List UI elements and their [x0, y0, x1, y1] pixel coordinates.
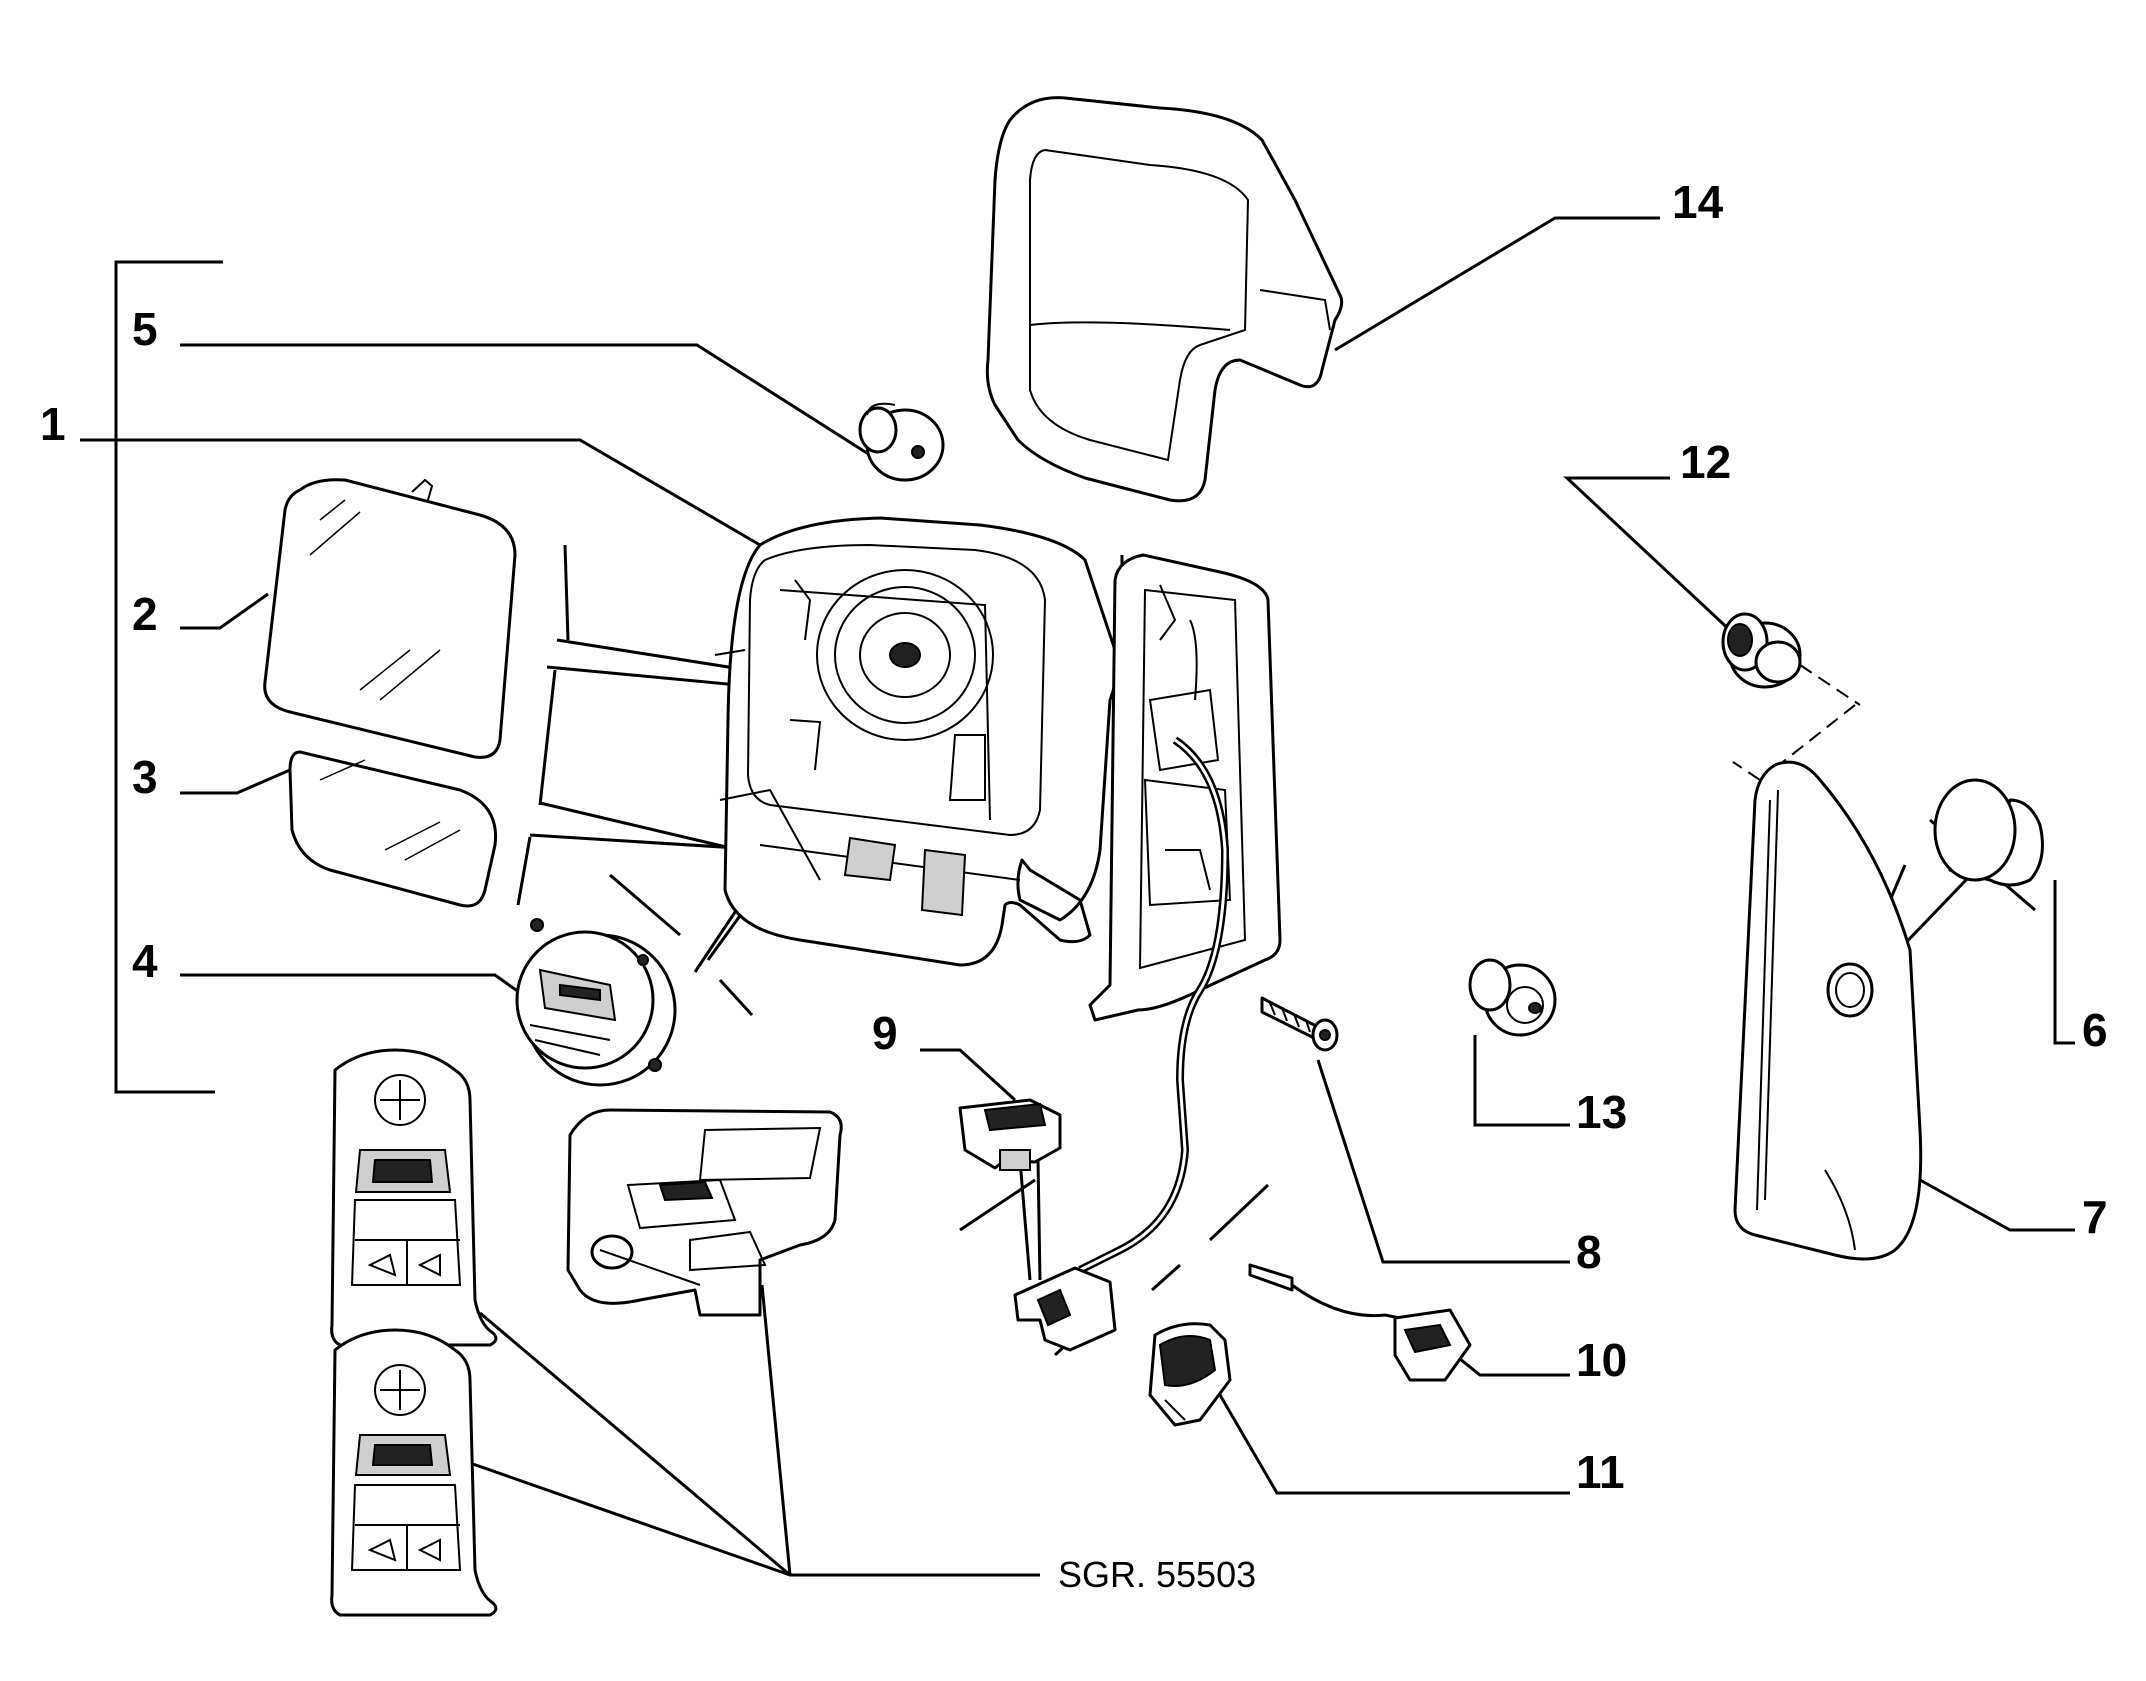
reference-code: SGR. 55503: [1058, 1554, 1256, 1595]
callout-6: 6: [2082, 1004, 2108, 1056]
callout-5: 5: [132, 303, 158, 355]
group-1-bracket: [114, 260, 223, 1094]
callout-8: 8: [1576, 1226, 1602, 1278]
part-8-screw: [1260, 996, 1339, 1052]
callout-12: 12: [1680, 436, 1731, 488]
callout-1: 1: [40, 398, 66, 450]
wiring-harness: [1013, 736, 1230, 1352]
part-1-mirror-housing: [714, 516, 1119, 967]
part-12-grommet: [1721, 612, 1802, 689]
callout-3: 3: [132, 751, 158, 803]
part-10-sensor-lead: [1248, 1263, 1472, 1382]
part-9-clip: [958, 1098, 1062, 1171]
callout-2: 2: [132, 588, 158, 640]
part-4-actuator-motor: [515, 918, 677, 1087]
callout-14: 14: [1672, 176, 1724, 228]
part-14-mirror-cover: [985, 96, 1344, 503]
mirror-control-switch: [566, 1108, 843, 1317]
part-5-plug: [858, 402, 945, 482]
part-2-mirror-glass: [263, 478, 517, 759]
part-3-wide-angle-glass: [288, 750, 498, 908]
part-7-side-cover: [1733, 760, 1923, 1261]
callout-10: 10: [1576, 1334, 1627, 1386]
callout-11: 11: [1576, 1446, 1625, 1498]
part-13-plug: [1468, 958, 1557, 1037]
switch-panel-bottom: [330, 1328, 498, 1617]
callout-13: 13: [1576, 1086, 1627, 1138]
callout-7: 7: [2082, 1191, 2108, 1243]
callout-9: 9: [872, 1007, 898, 1059]
part-6-cap: [1933, 778, 2044, 887]
callout-4: 4: [132, 935, 158, 987]
mirror-bracket-arm: [1088, 553, 1282, 1022]
part-11-connector: [1148, 1322, 1232, 1427]
switch-panel-top: [330, 1048, 498, 1347]
